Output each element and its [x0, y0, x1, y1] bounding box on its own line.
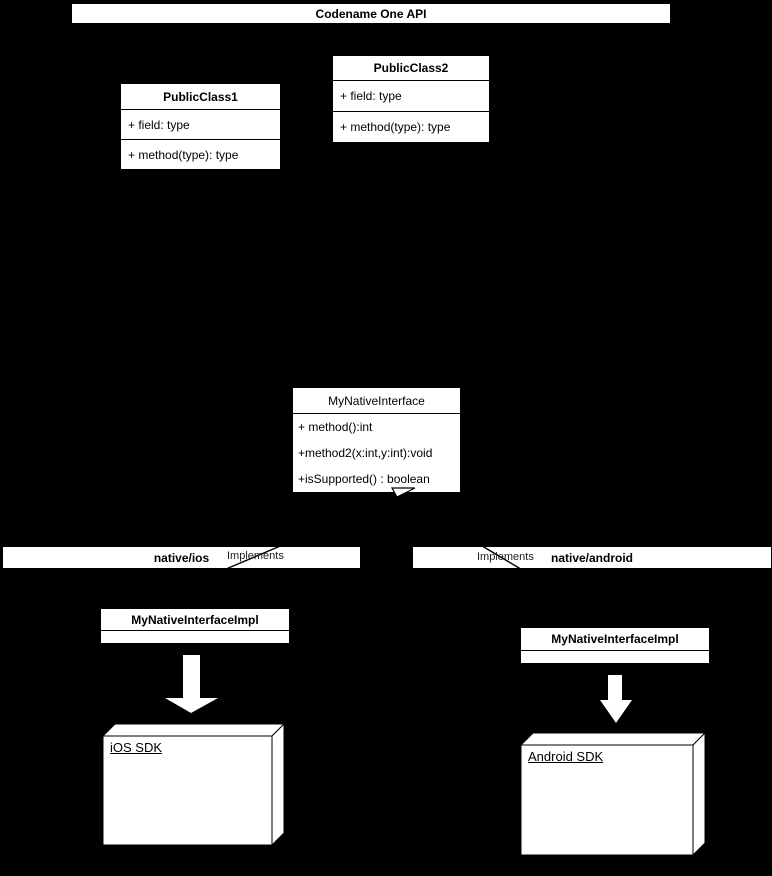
- class-member: + method(type): type: [333, 111, 489, 142]
- package-label-native-ios: native/ios: [153, 550, 210, 565]
- package-label-native-android: native/android: [550, 550, 633, 565]
- class-box-mynativeinterfaceimpl-android: MyNativeInterfaceImpl: [520, 627, 710, 664]
- api-title-bar: Codename One API: [71, 3, 671, 24]
- interface-member: + method():int: [298, 420, 373, 434]
- down-arrow-icon: [600, 675, 632, 723]
- cube-top-face: [519, 732, 707, 746]
- ios-sdk-label: iOS SDK: [110, 740, 163, 755]
- class-box-publicclass2: PublicClass2 + field: type + method(type…: [332, 55, 490, 143]
- class-title: MyNativeInterfaceImpl: [101, 609, 289, 631]
- class-title: PublicClass1: [163, 89, 238, 104]
- api-title-label: Codename One API: [315, 6, 427, 21]
- cube-top-face: [101, 723, 286, 737]
- class-member: + method(type): type: [121, 139, 280, 169]
- cube-side-face: [692, 731, 706, 857]
- class-title: PublicClass2: [373, 61, 449, 75]
- package-bar-native-android: native/android Implements: [412, 546, 772, 569]
- class-title: MyNativeInterfaceImpl: [521, 628, 709, 651]
- cube-side-face: [271, 722, 285, 847]
- package-bar-native-ios: native/ios Implements: [2, 546, 361, 569]
- implements-label: Implements: [227, 550, 284, 562]
- class-box-mynativeinterfaceimpl-ios: MyNativeInterfaceImpl: [100, 608, 290, 644]
- down-arrow-icon: [165, 655, 218, 713]
- class-box-publicclass1: PublicClass1 + field: type + method(type…: [120, 83, 281, 170]
- interface-box-mynativeinterface: MyNativeInterface + method():int +method…: [292, 387, 461, 493]
- interface-member: +isSupported() : boolean: [298, 472, 430, 486]
- interface-title: MyNativeInterface: [293, 388, 460, 414]
- class-member: + field: type: [121, 109, 280, 139]
- implements-label: Implements: [477, 551, 534, 563]
- interface-member: +method2(x:int,y:int):void: [298, 446, 433, 460]
- android-sdk-label: Android SDK: [528, 749, 604, 764]
- class-member: + field: type: [333, 80, 489, 111]
